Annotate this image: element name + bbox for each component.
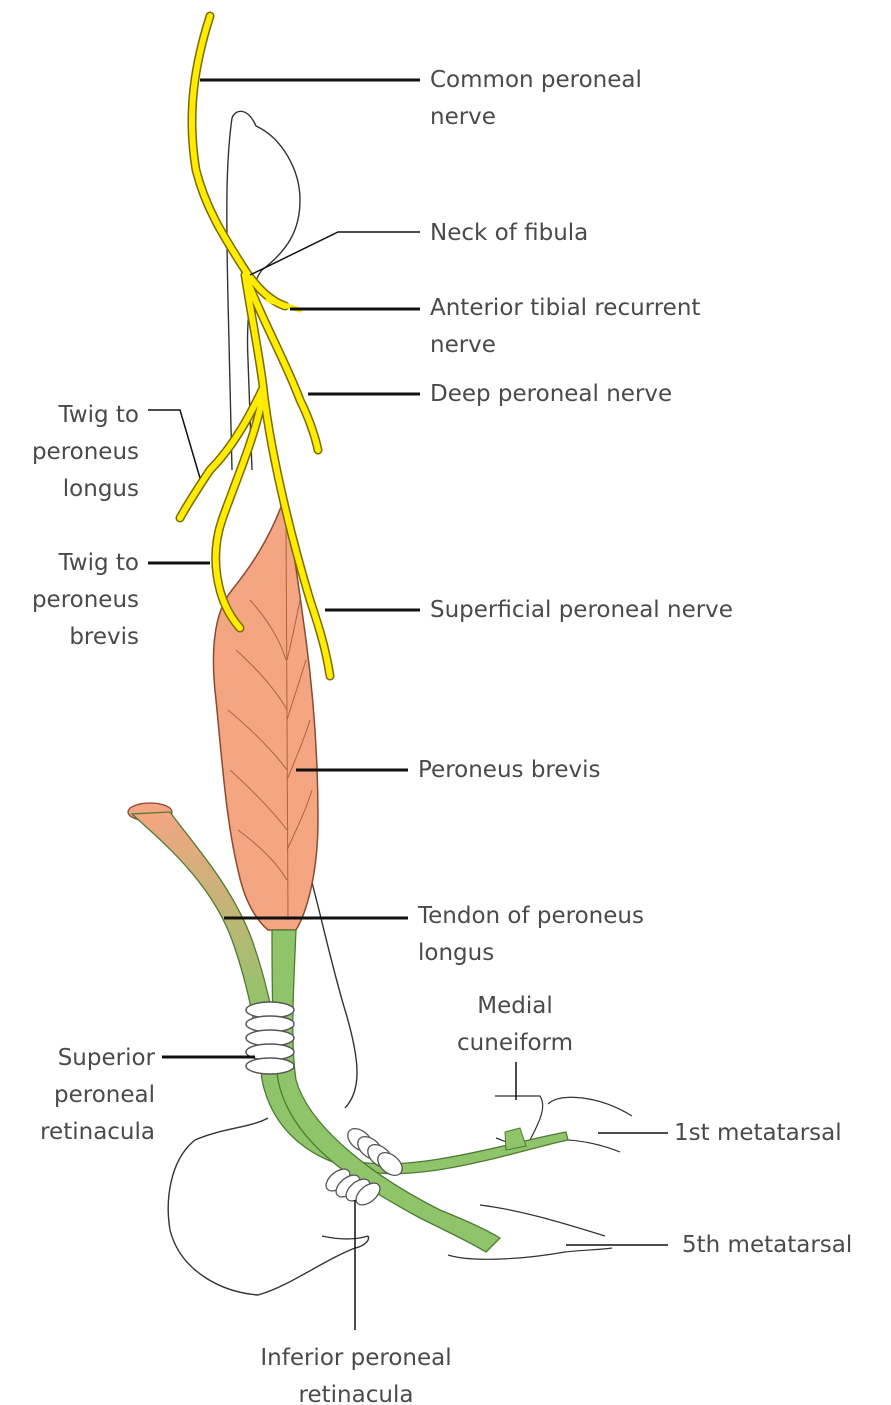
label-inferior-peroneal-retinacula: Inferior peroneal retinacula <box>236 1340 476 1405</box>
label-twig-to-peroneus-longus: Twig to peroneus longus <box>32 397 139 508</box>
label-superior-peroneal-retinacula: Superior peroneal retinacula <box>40 1040 155 1151</box>
label-deep-peroneal-nerve: Deep peroneal nerve <box>430 376 672 413</box>
leader-twig-longus <box>148 410 200 478</box>
label-anterior-tibial-recurrent-nerve: Anterior tibial recurrent nerve <box>430 290 700 364</box>
label-common-peroneal-nerve: Common peroneal nerve <box>430 62 642 136</box>
peroneus-brevis-tendon <box>272 930 500 1252</box>
fibula-lower-outline <box>306 860 357 1108</box>
label-superficial-peroneal-nerve: Superficial peroneal nerve <box>430 592 733 629</box>
label-5th-metatarsal: 5th metatarsal <box>682 1227 852 1264</box>
first-metatarsal-outline <box>548 1097 632 1152</box>
tendon-insertion-first <box>505 1128 526 1150</box>
label-twig-to-peroneus-brevis: Twig to peroneus brevis <box>32 545 139 656</box>
superior-retinaculum-coil <box>246 1002 294 1074</box>
label-medial-cuneiform: Medial cuneiform <box>440 988 590 1062</box>
leader-neck-of-fibula <box>250 232 420 275</box>
label-tendon-of-peroneus-longus: Tendon of peroneus longus <box>418 898 644 972</box>
label-neck-of-fibula: Neck of fibula <box>430 215 588 252</box>
label-1st-metatarsal: 1st metatarsal <box>674 1115 842 1152</box>
label-peroneus-brevis: Peroneus brevis <box>418 752 601 789</box>
